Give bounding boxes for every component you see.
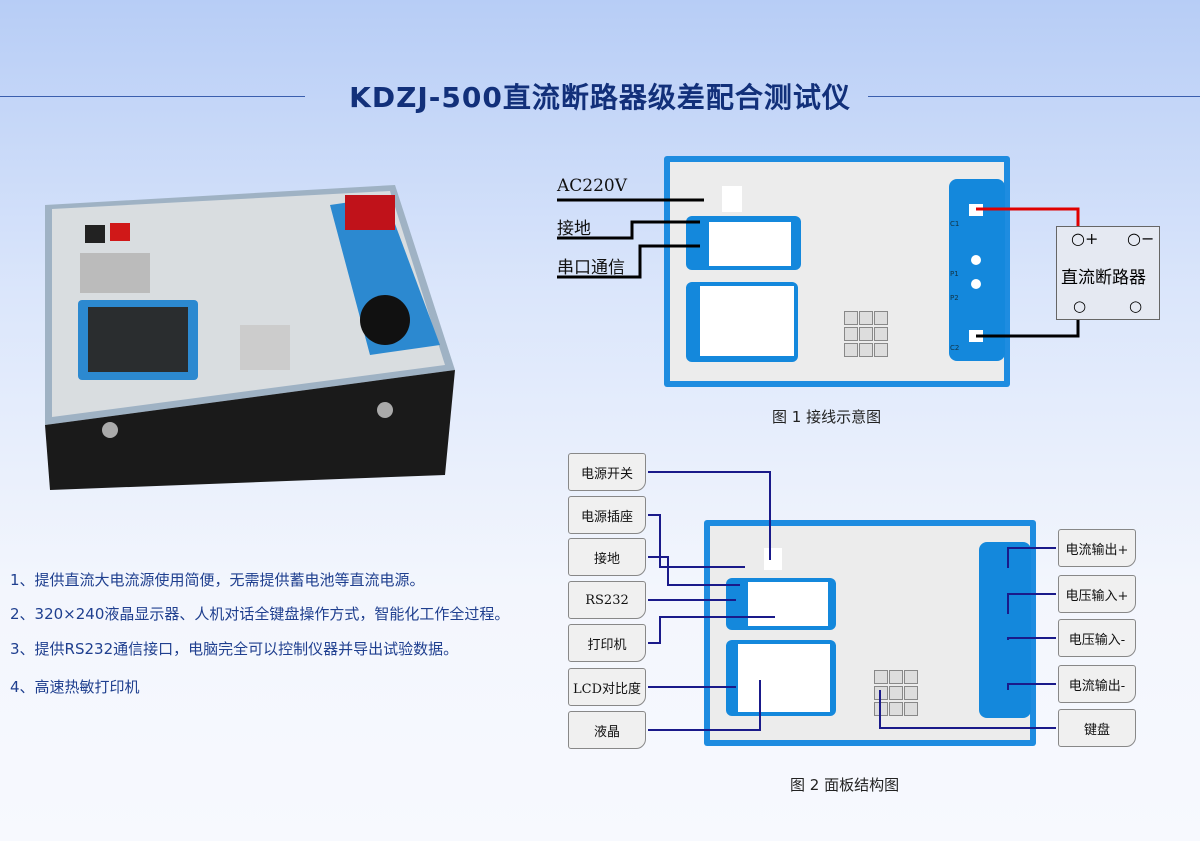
title-rule-left xyxy=(0,96,305,97)
fig2-caption: 图 2 面板结构图 xyxy=(790,776,900,794)
label-keyboard: 键盘 xyxy=(1058,709,1136,747)
label-current-out-plus: 电流输出+ xyxy=(1058,529,1136,567)
label-voltage-in-plus: 电压输入+ xyxy=(1058,575,1136,613)
label-lcd: 液晶 xyxy=(568,711,646,749)
label-power-switch: 电源开关 xyxy=(568,453,646,491)
breaker-plus: ○+ xyxy=(1071,229,1099,248)
fig2-panel xyxy=(704,520,1036,746)
terminal-c2: C2 xyxy=(950,344,960,352)
page-title: KDZJ-500直流断路器级差配合测试仪 xyxy=(349,81,851,114)
terminal-p1: P1 xyxy=(950,270,959,278)
feature-3: 3、提供RS232通信接口，电脑完全可以控制仪器并导出试验数据。 xyxy=(10,640,459,658)
label-rs232: RS232 xyxy=(568,581,646,619)
device-photo xyxy=(40,185,455,490)
label-lcd-contrast: LCD对比度 xyxy=(568,668,646,706)
terminal-c1: C1 xyxy=(950,220,960,228)
breaker-minus: ○− xyxy=(1127,229,1155,248)
label-ground: 接地 xyxy=(557,219,591,239)
label-voltage-in-minus: 电压输入- xyxy=(1058,619,1136,657)
label-ground-2: 接地 xyxy=(568,538,646,576)
breaker-label: 直流断路器 xyxy=(1061,268,1146,288)
label-current-out-minus: 电流输出- xyxy=(1058,665,1136,703)
fig1-caption: 图 1 接线示意图 xyxy=(772,408,882,426)
title-rule-right xyxy=(868,96,1200,97)
dc-breaker: ○+ ○− 直流断路器 ○○ xyxy=(1056,226,1160,320)
feature-1: 1、提供直流大电流源使用简便，无需提供蓄电池等直流电源。 xyxy=(10,571,425,589)
label-printer: 打印机 xyxy=(568,624,646,662)
fig1-panel xyxy=(664,156,1010,387)
label-ac220v: AC220V xyxy=(557,176,628,196)
feature-4: 4、高速热敏打印机 xyxy=(10,678,140,696)
label-serial: 串口通信 xyxy=(557,258,625,278)
feature-2: 2、320×240液晶显示器、人机对话全键盘操作方式，智能化工作全过程。 xyxy=(10,605,510,623)
terminal-p2: P2 xyxy=(950,294,959,302)
label-power-socket: 电源插座 xyxy=(568,496,646,534)
